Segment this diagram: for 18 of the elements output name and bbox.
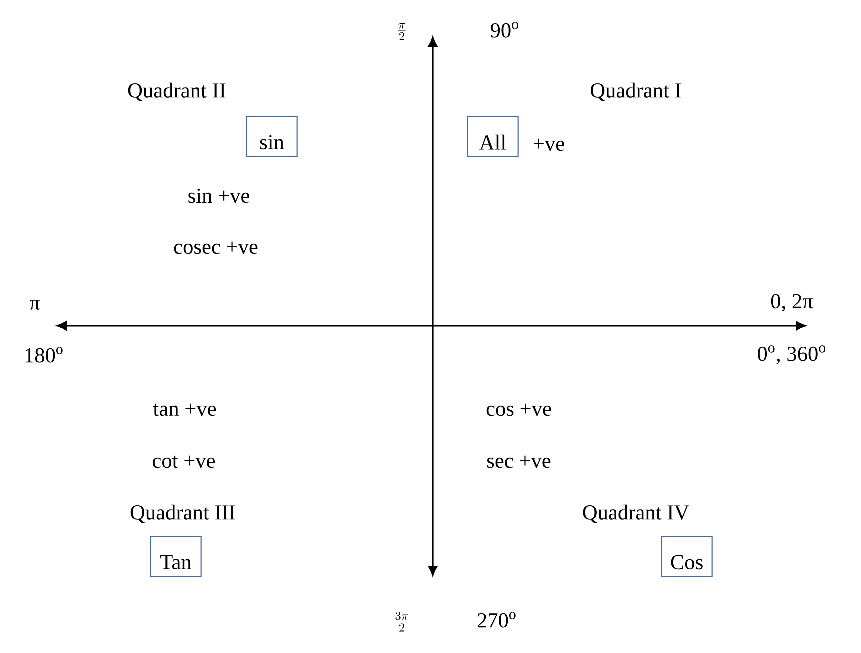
angle-label: $\frac{\pi}{2}$: [398, 24, 406, 40]
angle-label: 180$^{o}$: [26, 347, 63, 363]
angle-label: $\frac{3\pi}{2}$: [395, 612, 409, 632]
angle-label: 270$^{o}$: [478, 612, 516, 628]
quadrant-box: sin: [246, 116, 298, 158]
sign-note: cosec +ve: [174, 242, 258, 254]
quadrant-box: Tan: [150, 536, 202, 578]
quadrant-box: All: [467, 116, 519, 158]
quadrant-box: Cos: [661, 536, 713, 578]
angle-label: 0, 2π: [771, 294, 814, 312]
angle-label: π: [30, 300, 40, 310]
angle-label: 0$^{o}$, 360$^{o}$: [758, 346, 826, 364]
sign-note: +ve: [534, 138, 564, 152]
sign-note: sec +ve: [488, 456, 551, 468]
sign-note: sin +ve: [188, 188, 250, 204]
sign-note: tan +ve: [153, 404, 216, 416]
quadrant-label: Quadrant I: [590, 82, 682, 102]
sign-note: cos +ve: [486, 404, 552, 416]
